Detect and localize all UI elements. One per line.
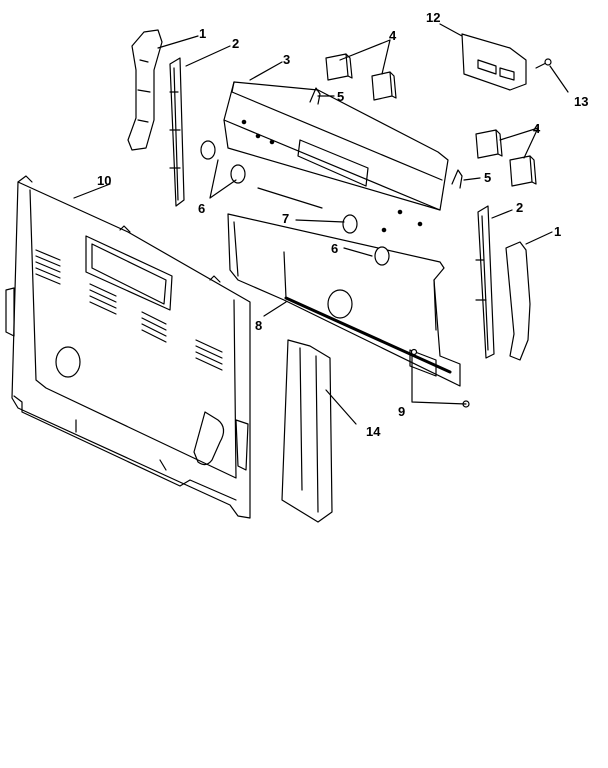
part-support-panel [227,213,461,387]
callout-6-left: 6 [198,201,205,216]
callout-10: 10 [97,173,111,188]
callout-2-right: 2 [516,200,523,215]
part-side-trim-right [475,205,495,359]
part-electronic-control [461,33,527,91]
part-rear-panel [5,175,251,519]
vent-group-2 [89,283,117,315]
part-switch-right-2 [509,155,537,187]
part-control-panel [223,81,449,233]
callout-13: 13 [574,94,588,109]
callout-12: 12 [426,10,440,25]
part-knob-left [200,140,246,184]
vent-group-4 [195,339,223,371]
part-side-trim-left [169,57,185,207]
callout-4-right: 4 [533,121,541,136]
callout-8: 8 [255,318,262,333]
part-switch-right-1 [475,129,503,159]
callout-5-top: 5 [337,89,344,104]
part-end-cap-right [505,241,531,361]
callout-3: 3 [283,52,290,67]
callout-14: 14 [366,424,381,439]
part-end-cap-left [127,29,163,151]
callout-6-right: 6 [331,241,338,256]
part-knob-right [342,214,390,266]
callout-5-right: 5 [484,170,491,185]
callout-9: 9 [398,404,405,419]
part-switch-top-1 [325,53,353,81]
vent-group-3 [141,311,167,343]
callout-1-right: 1 [554,224,561,239]
part-connector-right [451,169,463,189]
part-channel [281,339,333,523]
part-connector-top [309,87,321,105]
callout-1-left: 1 [199,26,206,41]
vent-group-1 [35,249,61,285]
callout-labels: 1 2 3 4 5 6 7 8 9 10 12 13 14 4 5 6 2 1 [97,10,588,439]
leader-lines [73,23,569,425]
callout-4-top: 4 [389,28,397,43]
part-switch-top-2 [371,71,397,101]
callout-2-left: 2 [232,36,239,51]
callout-7: 7 [282,211,289,226]
part-screw-13 [535,58,552,69]
